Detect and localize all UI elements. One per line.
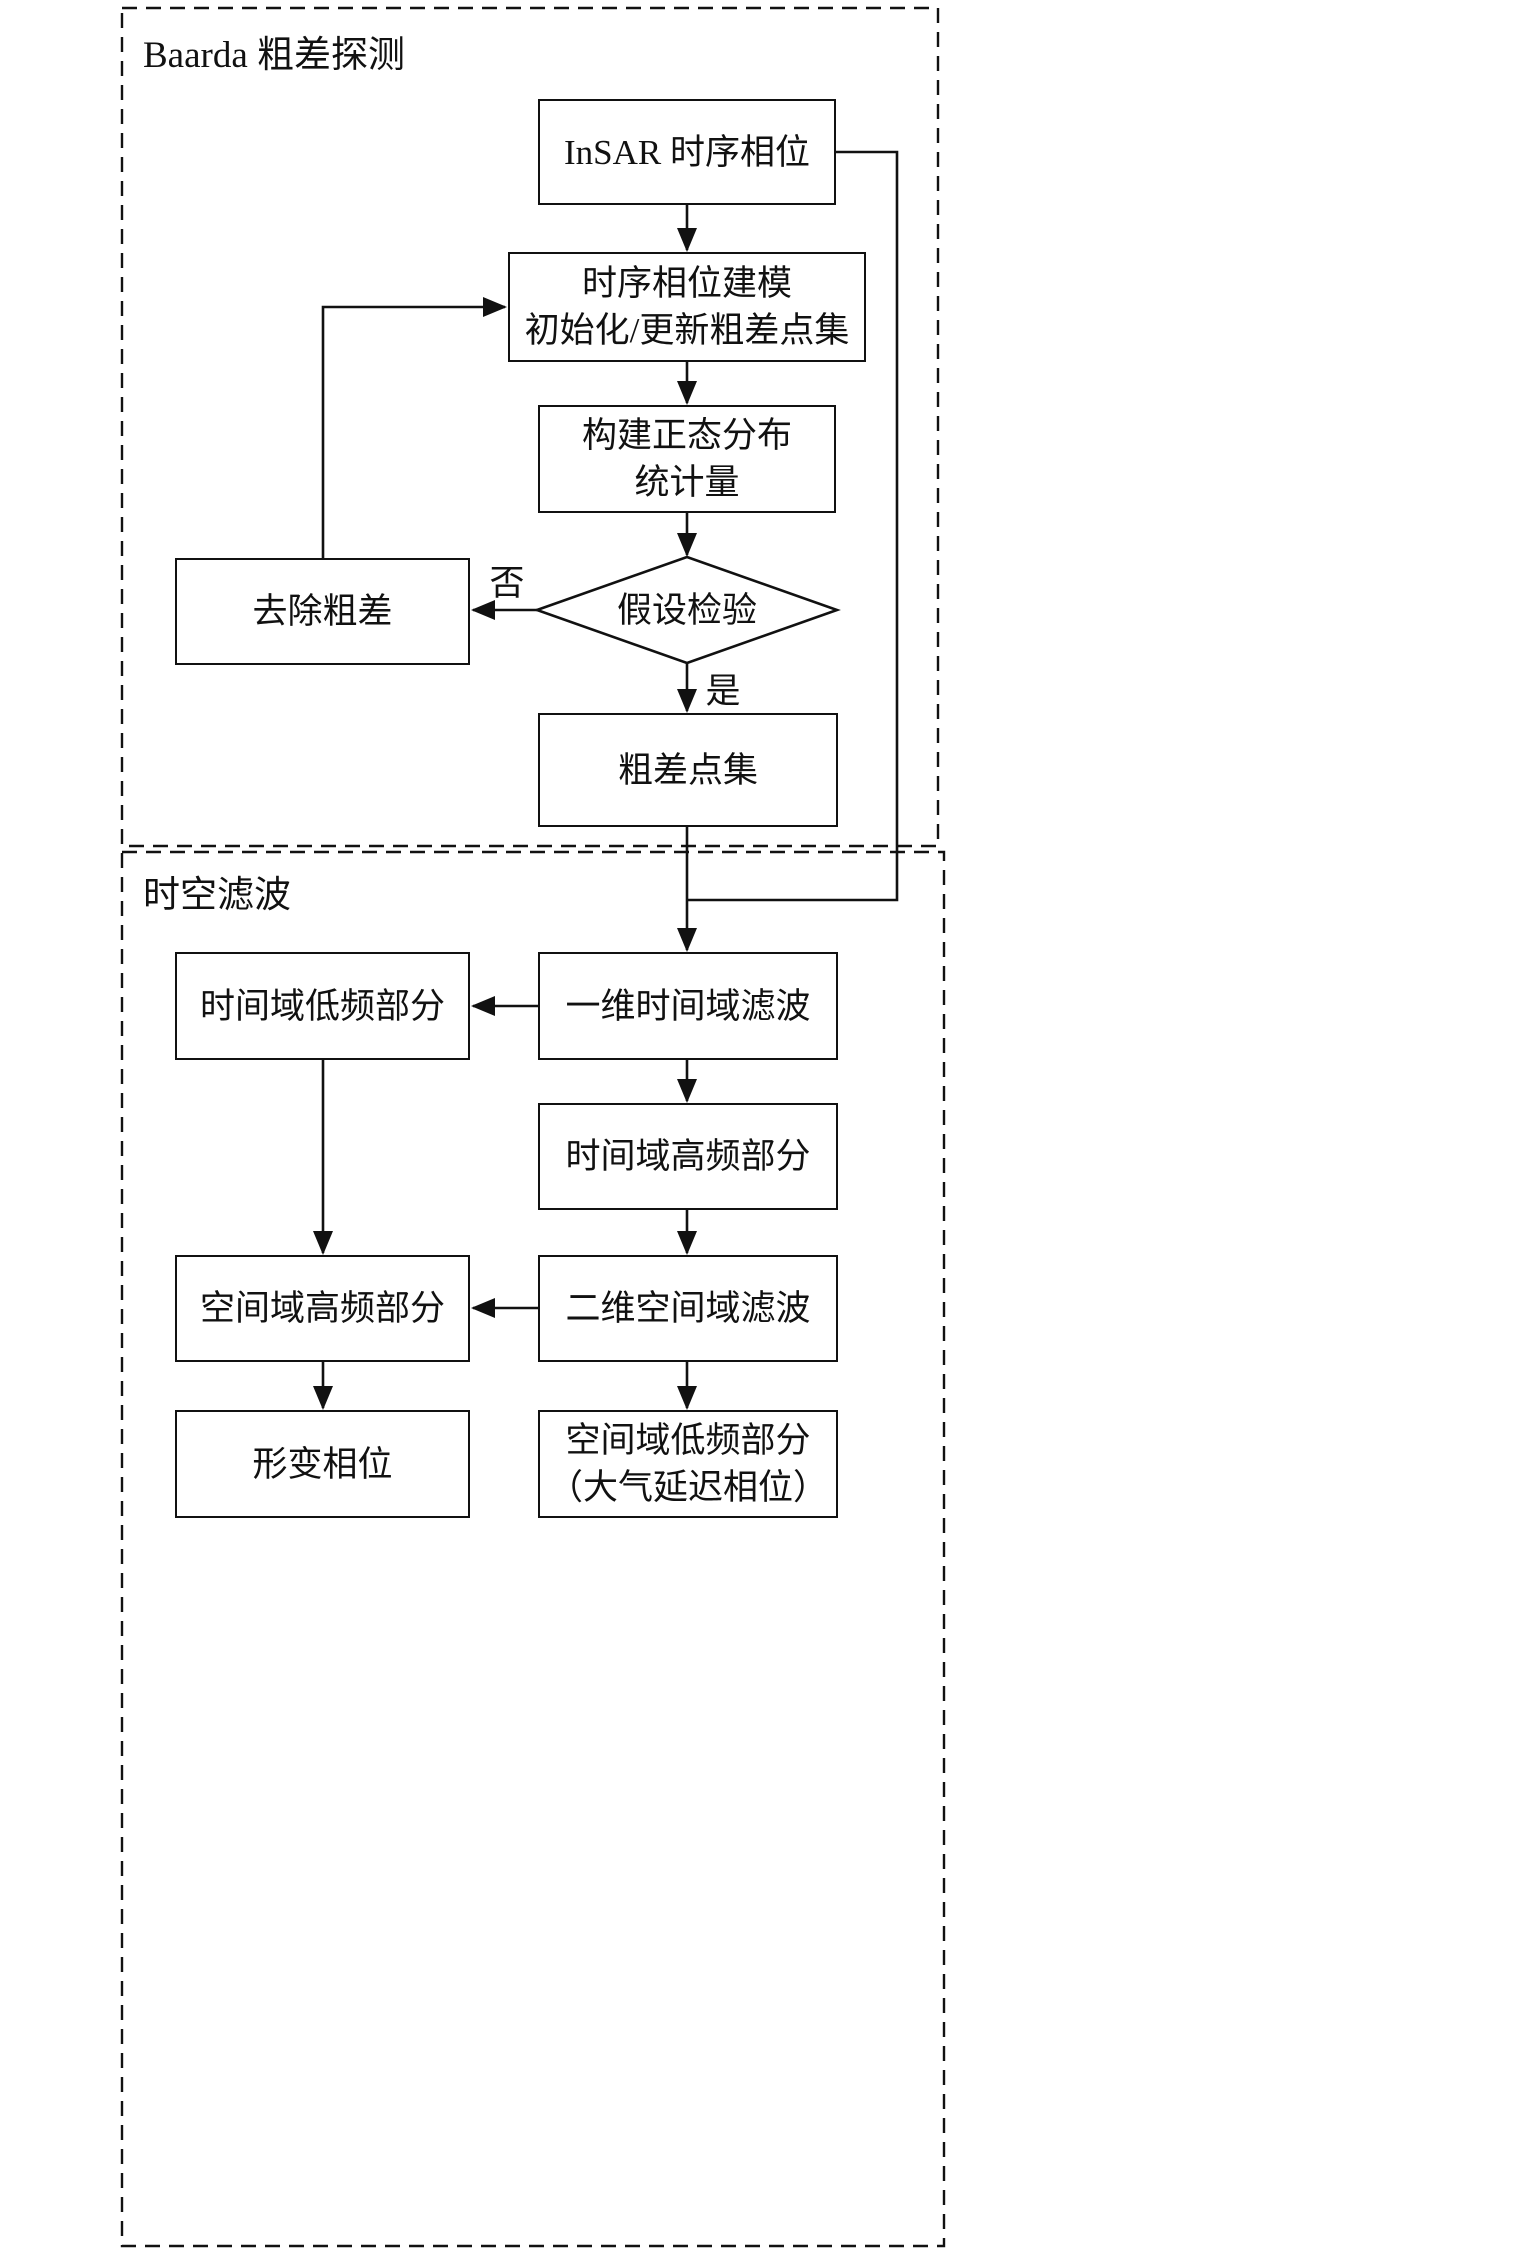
node-gross-error-point-set: 粗差点集 (538, 713, 838, 827)
section-title-filtering: 时空滤波 (143, 875, 291, 916)
node-phase-modeling: 时序相位建模 初始化/更新粗差点集 (508, 252, 866, 362)
edge-label-yes: 是 (705, 671, 741, 711)
node-normal-distribution-statistic: 构建正态分布 统计量 (538, 405, 836, 513)
edge-insar-bypass-line (688, 150, 899, 902)
node-spatial-low-frequency-atmosphere: 空间域低频部分 （大气延迟相位） (538, 1410, 838, 1518)
node-temporal-high-frequency: 时间域高频部分 (538, 1103, 838, 1210)
section-title-baarda: Baarda 粗差探测 (143, 35, 406, 76)
node-2d-spatial-filter: 二维空间域滤波 (538, 1255, 838, 1362)
section-frame-baarda (120, 6, 940, 848)
section-frame-filtering (120, 850, 946, 2248)
edge-remove-to-modeling-feedback (321, 297, 507, 558)
node-spatial-high-frequency: 空间域高频部分 (175, 1255, 470, 1362)
node-remove-gross-error: 去除粗差 (175, 558, 470, 665)
decision-diamond (533, 555, 841, 665)
node-1d-temporal-filter: 一维时间域滤波 (538, 952, 838, 1060)
node-deformation-phase: 形变相位 (175, 1410, 470, 1518)
node-insar-time-series-phase: InSAR 时序相位 (538, 99, 836, 205)
node-hypothesis-test-label: 假设检验 (616, 590, 757, 630)
edge-label-no: 否 (489, 563, 525, 603)
node-temporal-low-frequency: 时间域低频部分 (175, 952, 470, 1060)
